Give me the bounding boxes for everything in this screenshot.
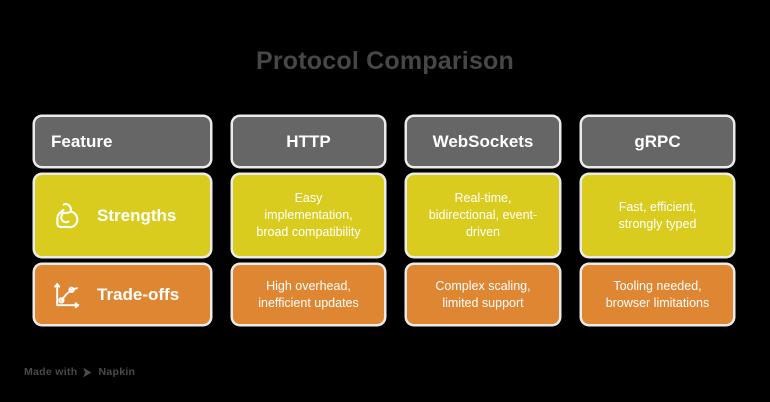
cell-text: Real-time, bidirectional, event- driven [428,191,538,239]
cell-strengths-websockets: Real-time, bidirectional, event- driven [407,175,559,256]
header-label-websockets: WebSockets [432,131,534,151]
table-row-strengths: Strengths Easy implementation, broad com… [35,175,735,256]
header-cell-http: HTTP [233,117,384,166]
header-label-feature: Feature [51,131,113,151]
watermark-made-with-label: Made with [24,366,78,378]
watermark-brand-label: Napkin [98,366,136,378]
cell-text: High overhead, inefficient updates [258,278,359,310]
row-label-cell-tradeoffs: Trade-offs [35,265,210,324]
header-label-http: HTTP [286,131,331,151]
cell-text: Complex scaling, limited support [435,278,531,310]
cell-strengths-grpc: Fast, efficient, strongly typed [582,175,733,256]
napkin-watermark: Made with Napkin [24,366,135,378]
row-label-strengths: Strengths [97,205,177,225]
row-label-tradeoffs: Trade-offs [97,284,180,304]
header-cell-grpc: gRPC [582,117,733,166]
cell-tradeoffs-http: High overhead, inefficient updates [233,265,384,324]
line-chart-icon [49,276,87,314]
row-label-cell-strengths: Strengths [35,175,210,256]
table-header-row: Feature HTTP WebSockets gRPC [35,117,735,166]
cell-tradeoffs-grpc: Tooling needed, browser limitations [582,265,733,324]
header-label-grpc: gRPC [634,131,681,151]
comparison-table: Feature HTTP WebSockets gRPC [35,117,735,324]
napkin-play-icon [82,367,93,378]
cell-text: Tooling needed, browser limitations [605,278,710,310]
cell-text: Easy implementation, broad compatibility [256,191,361,239]
cell-strengths-http: Easy implementation, broad compatibility [233,175,384,256]
header-cell-websockets: WebSockets [407,117,559,166]
cell-text: Fast, efficient, strongly typed [618,199,697,231]
page-title: Protocol Comparison [256,47,514,75]
flexed-bicep-icon [49,197,87,235]
table-row-tradeoffs: Trade-offs High overhead, inefficient up… [35,265,735,324]
cell-tradeoffs-websockets: Complex scaling, limited support [407,265,559,324]
header-cell-feature: Feature [35,117,210,166]
